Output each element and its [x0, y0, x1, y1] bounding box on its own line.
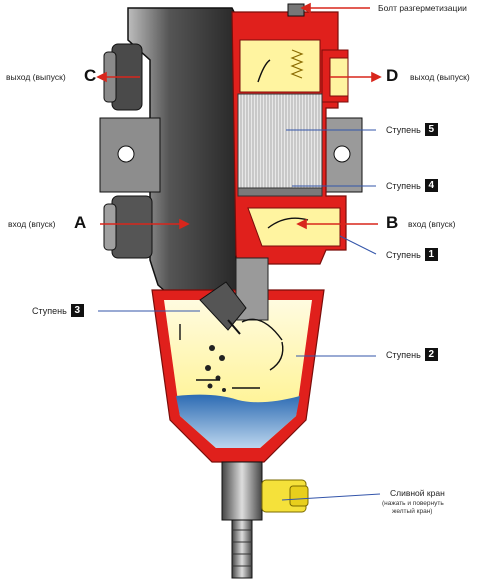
- inlet-port-a: [111, 195, 153, 259]
- drain-nozzle: [231, 519, 253, 579]
- outlet-c-label: выход (выпуск): [6, 72, 66, 82]
- inlet-a-label: вход (впуск): [8, 219, 56, 229]
- drain-note-line2: желтый кран): [392, 508, 433, 515]
- stage-5-number: 5: [424, 123, 438, 136]
- filter-element: [237, 93, 323, 191]
- vent-bolt-label: Болт разгерметизации: [378, 3, 467, 13]
- stage-3-number: 3: [70, 304, 84, 317]
- pointer-lines: [98, 129, 381, 501]
- stage-4-number: 4: [424, 179, 438, 192]
- spring: [290, 49, 304, 79]
- top-chamber: [239, 39, 321, 93]
- letter-c: C: [84, 66, 97, 85]
- external-arrows: [96, 2, 382, 230]
- turbine-chamber: [247, 207, 341, 247]
- letter-a: A: [74, 213, 87, 232]
- filter-cap: [237, 187, 323, 197]
- inlet-b-label: вход (впуск): [408, 219, 456, 229]
- flow-arrows: [179, 59, 309, 389]
- drain-note-line1: (нажать и повернуть: [382, 500, 444, 507]
- outlet-d-label: выход (выпуск): [410, 72, 470, 82]
- letter-d: D: [386, 66, 399, 85]
- stage-1-number: 1: [424, 248, 438, 261]
- deflector-cone: [199, 281, 247, 331]
- water-layer: [176, 394, 300, 448]
- contaminant-particles: [205, 345, 226, 392]
- vent-bolt: [287, 3, 305, 17]
- letter-b: B: [386, 213, 399, 232]
- stage-2-number: 2: [424, 348, 438, 361]
- drain-body: [221, 461, 263, 521]
- drain-valve-label: Сливной кран: [390, 488, 445, 498]
